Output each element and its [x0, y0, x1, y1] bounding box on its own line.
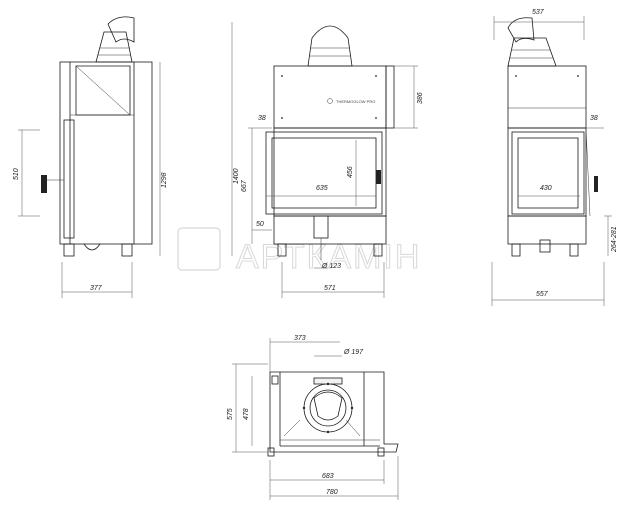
front-view: THERMOGLOW PRO [231, 22, 418, 298]
dim-right-offset: 38 [590, 115, 598, 122]
dim-front-top: 386 [417, 92, 424, 104]
dim-front-outlet: Ø 123 [321, 263, 341, 270]
dim-right-depth: 557 [536, 291, 549, 298]
dim-top-depth: 575 [227, 408, 234, 420]
watermark: АРТКАМІН [177, 227, 420, 277]
dim-front-width: 571 [324, 285, 336, 292]
side-view-left [18, 16, 161, 298]
brand-plate: THERMOGLOW PRO [336, 99, 375, 104]
dim-left-depth: 377 [90, 285, 103, 292]
dim-front-height: 1400 [233, 168, 240, 184]
dim-top-flue-offset: 373 [294, 335, 306, 342]
dim-left-height: 1298 [161, 172, 168, 188]
side-view-right [491, 16, 612, 306]
dim-front-glass-height: 667 [241, 179, 248, 192]
dim-top-inner-width: 683 [322, 473, 334, 480]
dim-top-flue-diameter: Ø 197 [343, 349, 364, 356]
dim-front-glass-width: 635 [316, 185, 328, 192]
dim-front-bottom: 50 [256, 221, 264, 228]
dim-top-inner-depth: 478 [243, 408, 250, 420]
dim-right-depth-top: 537 [532, 9, 545, 16]
top-view [232, 338, 399, 500]
dim-front-left-offset: 38 [258, 115, 266, 122]
dim-right-legs: 264-281 [611, 226, 618, 253]
dim-front-glass-inner: 456 [347, 166, 354, 178]
dim-right-glass-width: 430 [540, 185, 552, 192]
dim-top-width: 780 [326, 489, 338, 496]
dim-left-door: 510 [13, 168, 20, 180]
